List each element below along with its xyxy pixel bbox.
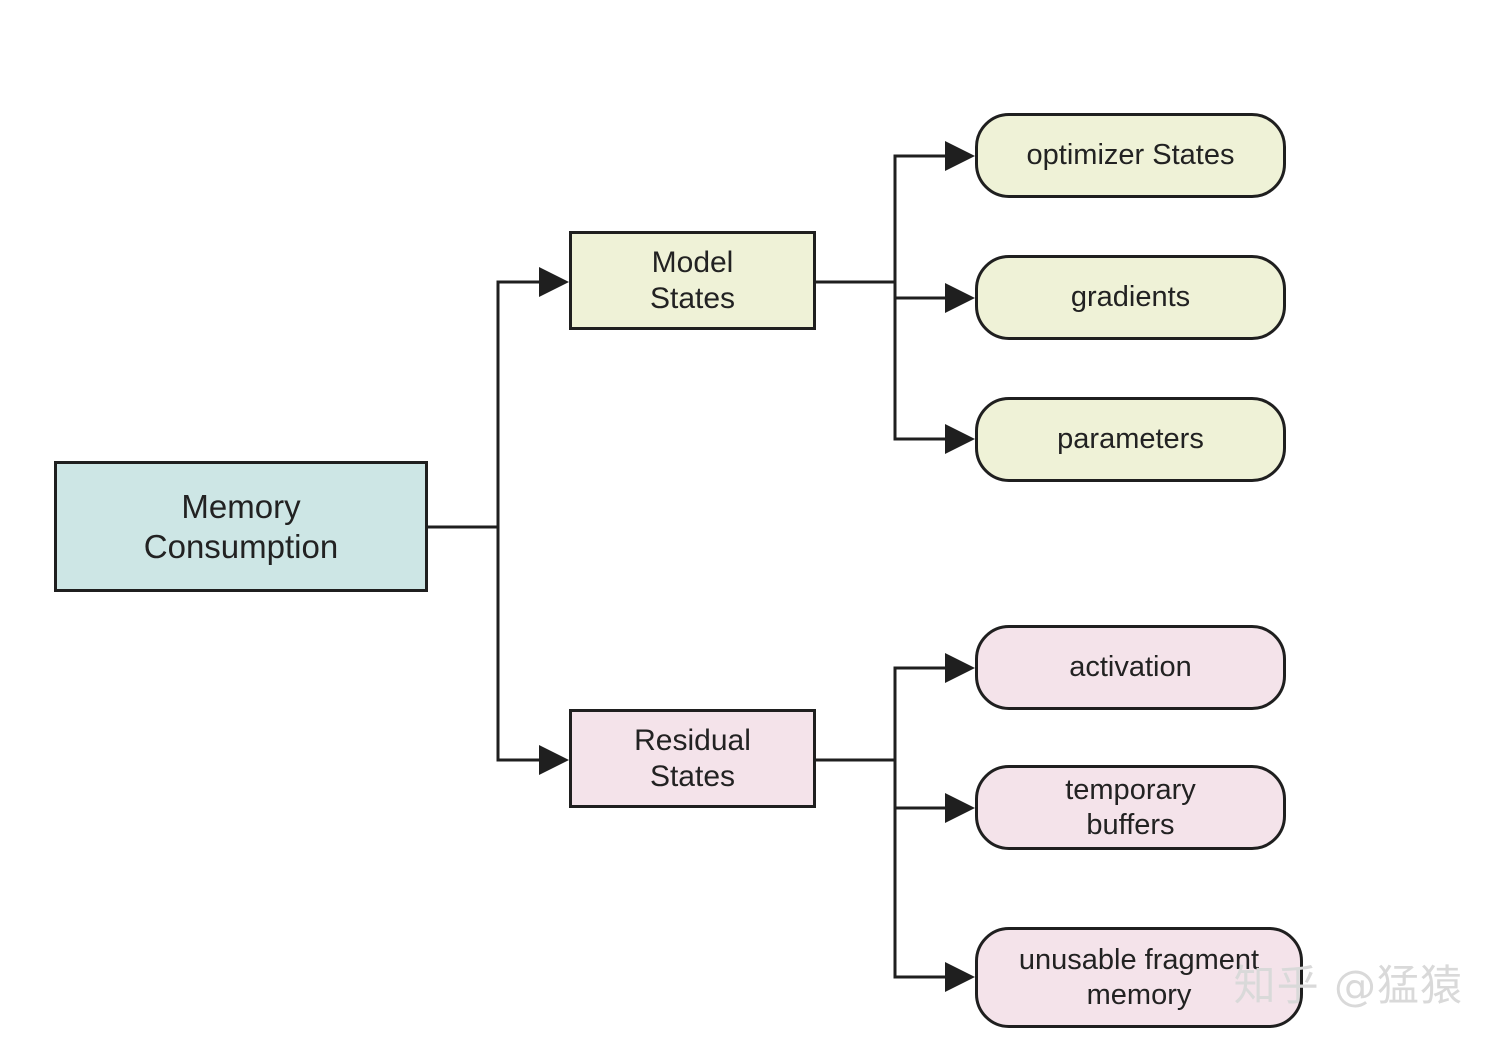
root-node-memory-consumption: Memory Consumption <box>54 461 428 592</box>
edge-residual-to-fragment <box>893 808 975 992</box>
leaf-node-gradients: gradients <box>975 255 1286 340</box>
leaf-node-unusable-fragment-memory: unusable fragment memory <box>975 927 1303 1028</box>
zhihu-watermark: 知乎 @猛猿 <box>1233 961 1463 1010</box>
edge-residual-to-temporary <box>893 760 975 823</box>
leaf-node-temporary-buffers: temporary buffers <box>975 765 1286 850</box>
edge-root-to-residual <box>496 527 569 775</box>
edge-model-to-optimizer <box>815 141 975 284</box>
group-node-residual-states: Residual States <box>569 709 816 808</box>
edge-model-to-gradients <box>893 282 975 313</box>
group-node-model-states: Model States <box>569 231 816 330</box>
edge-model-to-parameters <box>893 298 975 454</box>
leaf-node-activation: activation <box>975 625 1286 710</box>
leaf-node-parameters: parameters <box>975 397 1286 482</box>
leaf-node-optimizer-states: optimizer States <box>975 113 1286 198</box>
edge-residual-to-activation <box>815 653 975 762</box>
edge-root-to-model <box>427 267 569 529</box>
